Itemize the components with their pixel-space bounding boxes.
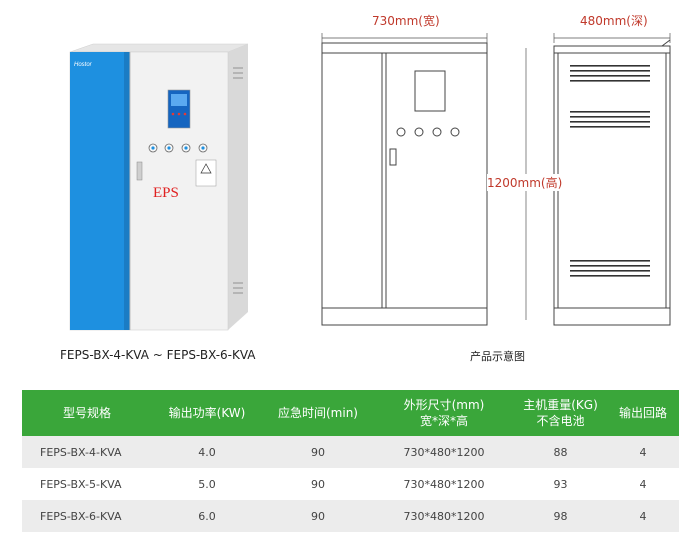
cell-backup-time: 90 — [262, 436, 374, 468]
spec-table: 型号规格 输出功率(KW) 应急时间(min) 外形尺寸(mm)宽*深*高 主机… — [22, 390, 679, 532]
table-row: FEPS-BX-4-KVA 4.0 90 730*480*1200 88 4 — [22, 436, 679, 468]
cell-output-circuits: 4 — [607, 468, 679, 500]
brand-logo: Hostor — [74, 62, 93, 68]
cell-dimensions: 730*480*1200 — [374, 436, 514, 468]
cell-output-circuits: 4 — [607, 436, 679, 468]
header-weight: 主机重量(KG)不含电池 — [514, 390, 607, 436]
dimension-drawing — [321, 33, 671, 326]
cell-model: FEPS-BX-6-KVA — [22, 500, 152, 532]
cell-weight: 88 — [514, 436, 607, 468]
blue-door-panel — [70, 52, 130, 330]
table-row: FEPS-BX-5-KVA 5.0 90 730*480*1200 93 4 — [22, 468, 679, 500]
cell-backup-time: 90 — [262, 468, 374, 500]
table-row: FEPS-BX-6-KVA 6.0 90 730*480*1200 98 4 — [22, 500, 679, 532]
cell-model: FEPS-BX-4-KVA — [22, 436, 152, 468]
depth-dimension-label: 480mm(深) — [580, 14, 648, 28]
product-photo-caption: FEPS-BX-4-KVA ~ FEPS-BX-6-KVA — [60, 348, 256, 362]
header-backup-time: 应急时间(min) — [262, 390, 374, 436]
cell-output-power: 4.0 — [152, 436, 262, 468]
height-dimension-label: 1200mm(高) — [487, 174, 563, 191]
cell-weight: 93 — [514, 468, 607, 500]
cell-output-power: 6.0 — [152, 500, 262, 532]
header-dimensions: 外形尺寸(mm)宽*深*高 — [374, 390, 514, 436]
cell-weight: 98 — [514, 500, 607, 532]
drawing-caption: 产品示意图 — [470, 350, 525, 363]
cell-backup-time: 90 — [262, 500, 374, 532]
product-photo: Hostor EPS — [69, 43, 249, 331]
table-header-row: 型号规格 输出功率(KW) 应急时间(min) 外形尺寸(mm)宽*深*高 主机… — [22, 390, 679, 436]
cell-dimensions: 730*480*1200 — [374, 500, 514, 532]
cell-output-power: 5.0 — [152, 468, 262, 500]
cell-dimensions: 730*480*1200 — [374, 468, 514, 500]
width-dimension-label: 730mm(宽) — [372, 14, 440, 28]
header-output-circuits: 输出回路 — [607, 390, 679, 436]
header-model: 型号规格 — [22, 390, 152, 436]
eps-label: EPS — [153, 185, 179, 201]
cell-model: FEPS-BX-5-KVA — [22, 468, 152, 500]
cell-output-circuits: 4 — [607, 500, 679, 532]
header-output-power: 输出功率(KW) — [152, 390, 262, 436]
